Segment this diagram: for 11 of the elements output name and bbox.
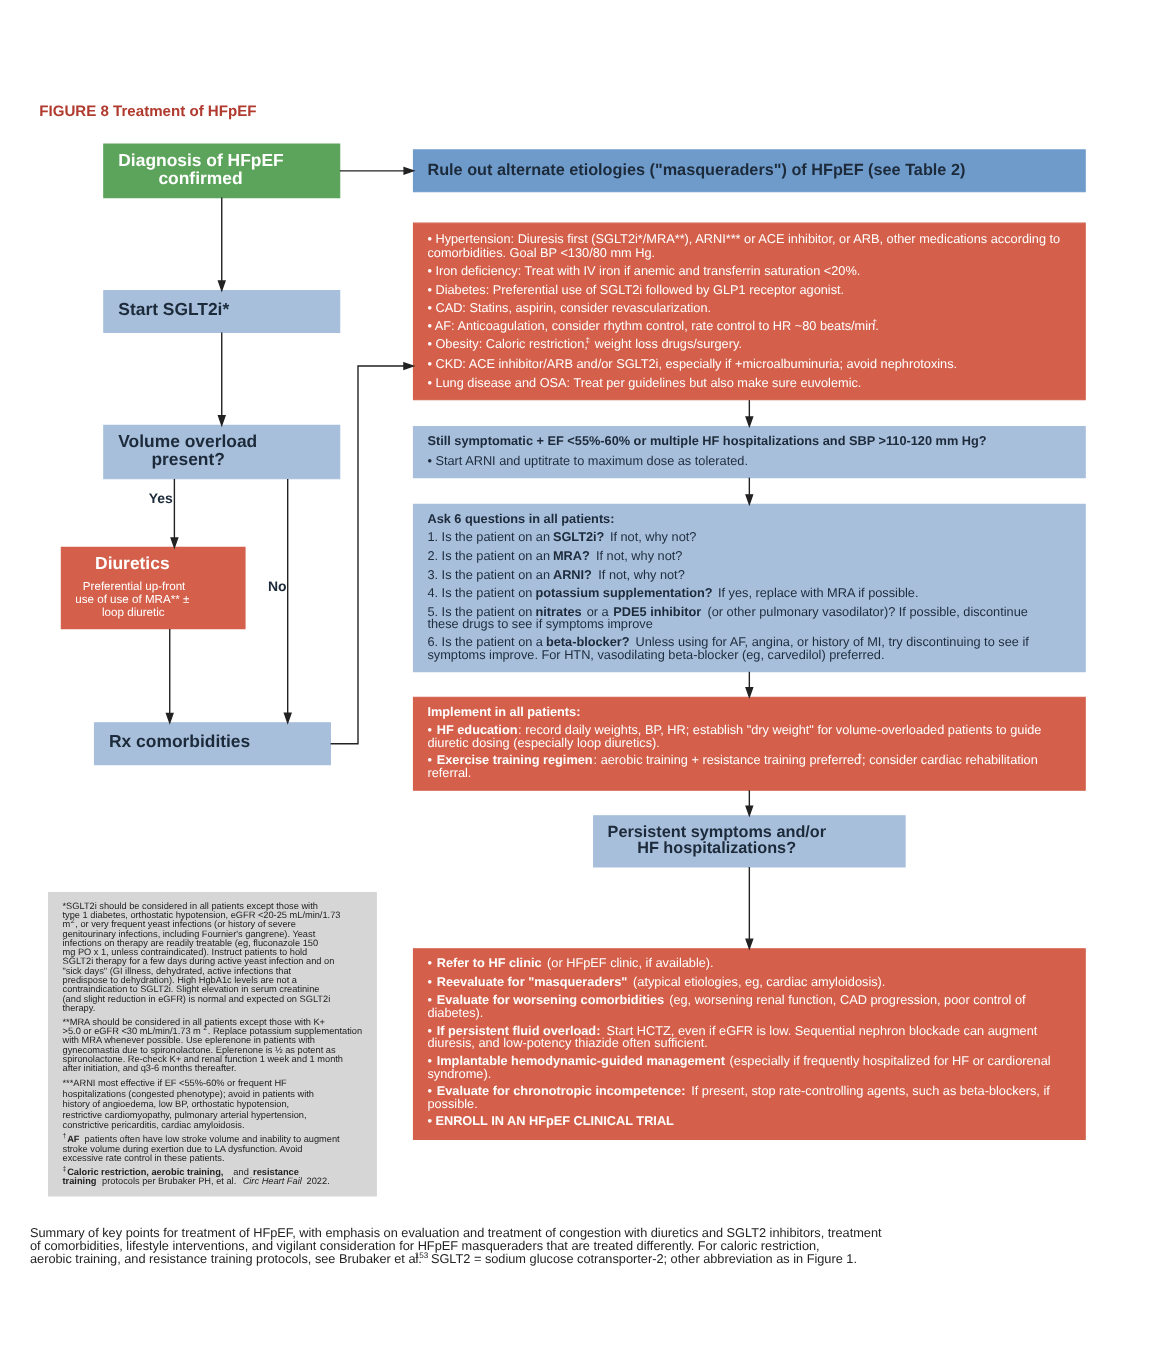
arrow: [283, 477, 292, 724]
node-box: Volume overload present?: [103, 423, 341, 479]
node-box: Start SGLT2i*: [103, 288, 341, 332]
arrow: [165, 627, 174, 724]
arrow: [339, 165, 416, 175]
arrow: [745, 865, 754, 950]
node-box: Rx comorbidities: [93, 721, 331, 765]
node-box: Diagnosis of HFpEF confirmed: [103, 142, 341, 198]
arrow: [217, 330, 226, 427]
arrow: [217, 195, 226, 292]
arrow: [170, 477, 179, 549]
